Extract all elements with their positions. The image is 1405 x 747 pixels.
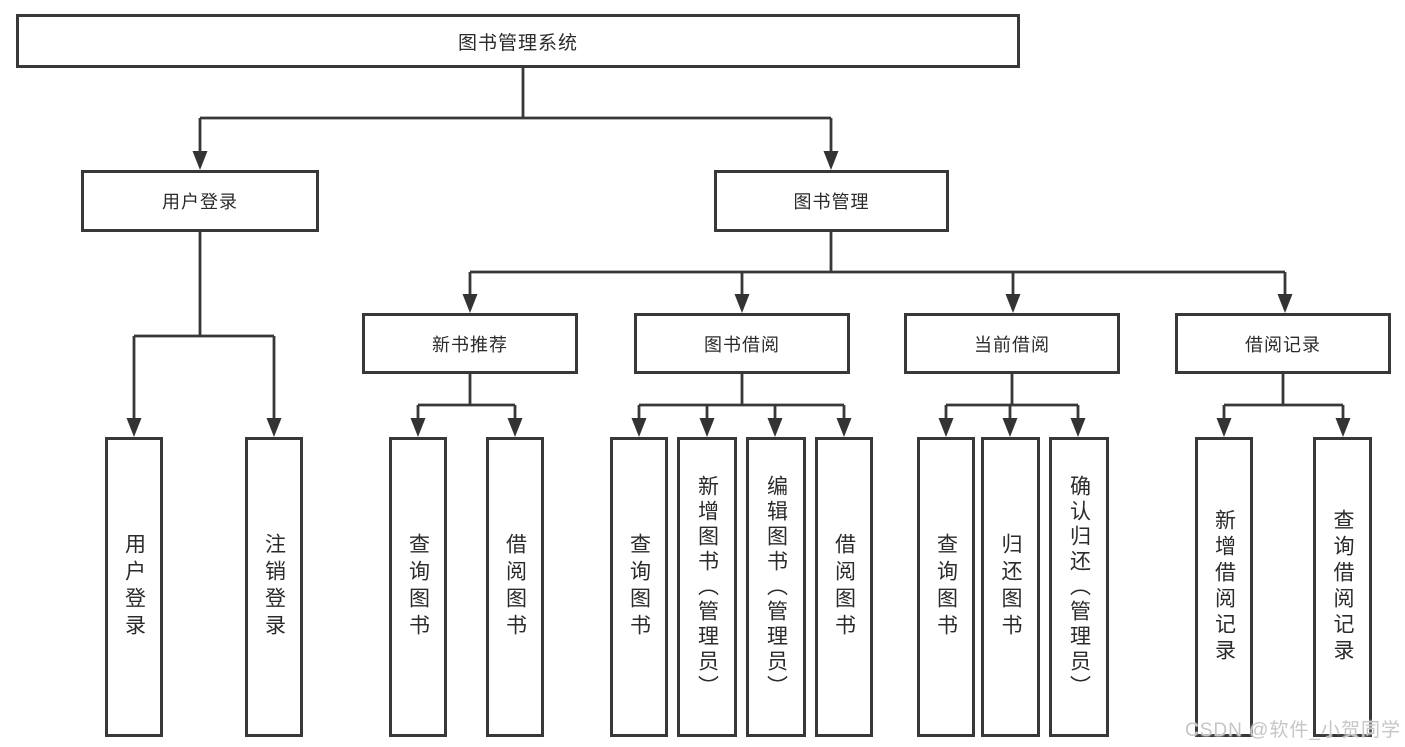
connector-borrow-records-to-leaves bbox=[1216, 374, 1351, 437]
node-new-book-recommend: 新书推荐 bbox=[362, 313, 578, 374]
leaf-confirm-return-admin: 确认归还（管理员） bbox=[1049, 437, 1109, 737]
leaf-logout: 注销登录 bbox=[245, 437, 303, 737]
connector-root-to-level2 bbox=[192, 68, 839, 170]
leaf-query-books-2: 查询图书 bbox=[610, 437, 668, 737]
node-current-borrow: 当前借阅 bbox=[904, 313, 1120, 374]
connector-book-borrow-to-leaves bbox=[631, 374, 852, 437]
leaf-user-login: 用户登录 bbox=[105, 437, 163, 737]
leaf-edit-books-admin: 编辑图书（管理员） bbox=[746, 437, 806, 737]
leaf-borrow-books-1: 借阅图书 bbox=[486, 437, 544, 737]
node-user-login: 用户登录 bbox=[81, 170, 319, 232]
csdn-watermark: CSDN @软件_小贺同学 bbox=[1185, 720, 1401, 741]
leaf-query-books-3: 查询图书 bbox=[917, 437, 975, 737]
node-book-borrow: 图书借阅 bbox=[634, 313, 850, 374]
leaf-borrow-books-2: 借阅图书 bbox=[815, 437, 873, 737]
node-root-system: 图书管理系统 bbox=[16, 14, 1020, 68]
node-book-management: 图书管理 bbox=[714, 170, 949, 232]
leaf-return-books: 归还图书 bbox=[981, 437, 1040, 737]
leaf-add-books-admin: 新增图书（管理员） bbox=[677, 437, 737, 737]
connector-user-login-to-leaves bbox=[126, 232, 282, 437]
connector-new-book-rec-to-leaves bbox=[410, 374, 523, 437]
leaf-query-books-1: 查询图书 bbox=[389, 437, 447, 737]
connector-current-borrow-to-leaves bbox=[938, 374, 1086, 437]
node-borrow-records: 借阅记录 bbox=[1175, 313, 1391, 374]
leaf-add-borrow-record: 新增借阅记录 bbox=[1195, 437, 1253, 737]
leaf-query-borrow-record: 查询借阅记录 bbox=[1313, 437, 1372, 737]
connector-book-mgmt-to-groups bbox=[462, 232, 1293, 313]
